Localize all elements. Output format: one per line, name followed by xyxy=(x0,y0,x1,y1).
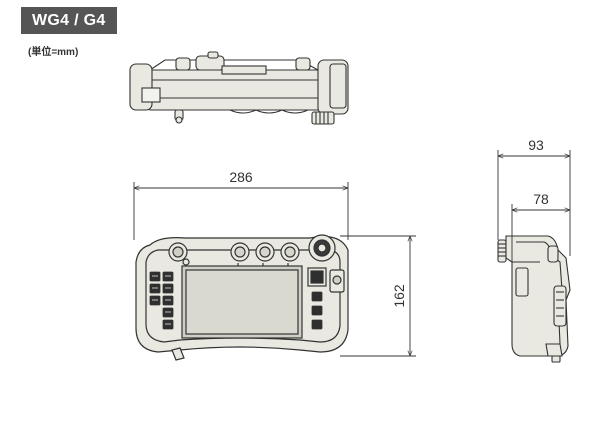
front-view-right-keys xyxy=(311,291,323,330)
side-view-grip xyxy=(515,267,529,297)
top-view-right-inner xyxy=(329,63,347,109)
dim-width-label: 286 xyxy=(229,169,253,185)
dim-height-label: 162 xyxy=(391,284,407,308)
top-view-knob-1 xyxy=(175,57,191,71)
right-key xyxy=(311,291,323,302)
front-view-left-keypad xyxy=(149,271,174,330)
dim-body-label: 78 xyxy=(533,191,549,207)
top-view xyxy=(129,51,349,125)
top-view-knob-3 xyxy=(207,51,219,59)
side-view-foot xyxy=(545,343,563,357)
unit-note: (単位=mm) xyxy=(28,47,79,58)
side-view-dial xyxy=(497,239,507,263)
front-view-round-buttons xyxy=(230,242,300,262)
keypad-key xyxy=(149,283,161,294)
keypad-key xyxy=(162,307,174,318)
top-view-body xyxy=(137,69,339,111)
top-view-dial xyxy=(311,111,335,125)
top-view-left-connector xyxy=(141,87,161,103)
top-view-left-grip xyxy=(129,63,153,111)
side-view-body xyxy=(505,235,571,357)
side-view xyxy=(497,235,571,363)
front-view xyxy=(135,234,349,361)
top-view-bottom-bumps xyxy=(229,109,309,114)
keypad-key xyxy=(162,271,174,282)
front-view-strap xyxy=(171,347,185,361)
side-view-clip-1 xyxy=(547,245,559,263)
keypad-key xyxy=(162,319,174,330)
keypad-key xyxy=(162,283,174,294)
top-view-slot xyxy=(221,65,267,75)
right-key xyxy=(311,319,323,330)
dim-depth-label: 93 xyxy=(528,137,544,153)
model-badge: WG4 / G4 xyxy=(21,7,117,34)
right-key xyxy=(311,305,323,316)
keypad-key xyxy=(162,295,174,306)
top-view-knob-4 xyxy=(295,57,311,71)
keypad-key xyxy=(149,271,161,282)
front-view-screen xyxy=(185,269,299,335)
keypad-key xyxy=(149,295,161,306)
dimension-lines xyxy=(133,150,571,357)
